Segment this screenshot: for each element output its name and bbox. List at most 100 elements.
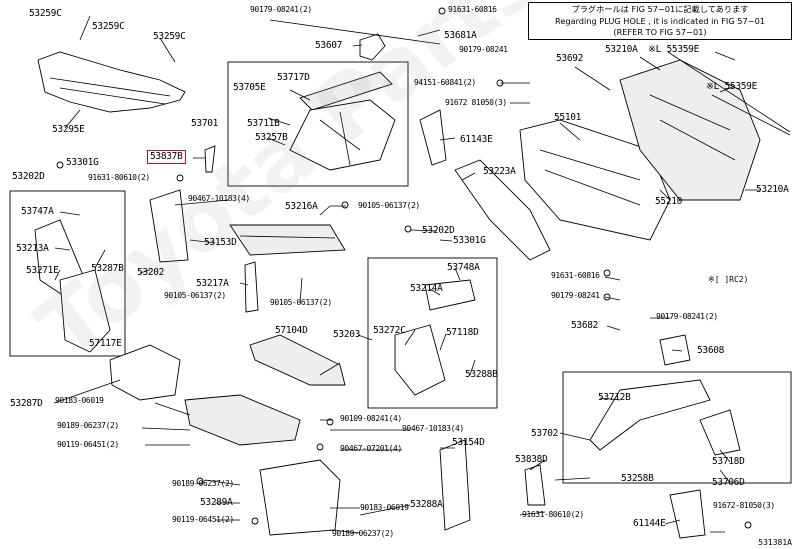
part-label[interactable]: 91631-80610(2) <box>88 173 150 182</box>
part-label[interactable]: 53717D <box>277 72 310 83</box>
part-57118D <box>394 324 446 396</box>
part-label[interactable]: 53210A <box>756 184 789 195</box>
part-label[interactable]: 53289A <box>200 497 233 508</box>
part-label[interactable]: 90179-08241 <box>551 291 600 300</box>
part-53837B <box>204 145 216 173</box>
part-53838D <box>524 464 546 506</box>
part-label[interactable]: 90105-06137(2) <box>358 201 420 210</box>
part-label[interactable]: 90189-06237(2) <box>332 529 394 538</box>
part-53214A <box>424 279 476 311</box>
part-label[interactable]: 53271E <box>26 265 59 276</box>
part-label[interactable]: 53216A <box>285 201 318 212</box>
part-label[interactable]: 53608 <box>697 345 725 356</box>
part-label[interactable]: 53607 <box>315 40 343 51</box>
part-label[interactable]: 53702 <box>531 428 559 439</box>
part-label[interactable]: 90183-06019 <box>360 503 409 512</box>
part-label[interactable]: 53748A <box>447 262 480 273</box>
highlighted-part-label-53837B[interactable]: 53837B <box>147 150 186 164</box>
part-label[interactable]: 61143E <box>460 134 493 145</box>
part-label[interactable]: 53705E <box>233 82 266 93</box>
part-label[interactable]: 55210 <box>655 196 683 207</box>
note-line-1: プラグホールは FIG 57−01に記載してあります <box>571 4 749 14</box>
part-label[interactable]: 53747A <box>21 206 54 217</box>
part-label[interactable]: ※L 55359E <box>706 81 758 92</box>
part-label[interactable]: 90109-08241(4) <box>340 414 402 423</box>
part-label[interactable]: 53203 <box>333 329 361 340</box>
group-box-53701 <box>227 61 409 187</box>
plug-hole-note: プラグホールは FIG 57−01に記載してあります Regarding PLU… <box>528 2 792 40</box>
part-label[interactable]: 53681A <box>444 30 477 41</box>
part-label[interactable]: 53213A <box>16 243 49 254</box>
part-label[interactable]: 53692 <box>556 53 584 64</box>
note-line-2: Regarding PLUG HOLE , it is indicated in… <box>555 15 765 26</box>
part-label[interactable]: 90189-06237(2) <box>57 421 119 430</box>
part-label[interactable]: 53706D <box>712 477 745 488</box>
part-label[interactable]: 90183-06019 <box>55 396 104 405</box>
part-label[interactable]: ※L 55359E <box>648 44 700 55</box>
part-label[interactable]: 53210A <box>605 44 638 55</box>
part-53717D <box>299 71 393 111</box>
part-label[interactable]: 53214A <box>410 283 443 294</box>
part-label[interactable]: 90105-06137(2) <box>270 298 332 307</box>
part-label[interactable]: 53258B <box>621 473 654 484</box>
part-label[interactable]: 57104D <box>275 325 308 336</box>
part-label[interactable]: 61144E <box>633 518 666 529</box>
part-label[interactable]: 53838D <box>515 454 548 465</box>
part-53154D <box>439 439 471 531</box>
part-label[interactable]: 53295E <box>52 124 85 135</box>
part-label[interactable]: 94151-60841(2) <box>414 78 476 87</box>
part-label[interactable]: 91631-60816 <box>551 271 600 280</box>
part-label[interactable]: 53259C <box>29 8 62 19</box>
part-label[interactable]: 90119-06451(2) <box>172 515 234 524</box>
document-id: 531381A <box>758 538 792 547</box>
part-label[interactable]: 53287D <box>10 398 43 409</box>
part-53288A <box>259 459 341 536</box>
part-label[interactable]: 53259C <box>153 31 186 42</box>
part-61144E <box>669 489 706 539</box>
part-label[interactable]: 55101 <box>554 112 582 123</box>
part-label[interactable]: 91631-60816 <box>448 5 497 14</box>
part-label[interactable]: 91672-81050(3) <box>713 501 775 510</box>
part-label[interactable]: 90467-10183(4) <box>188 194 250 203</box>
part-label[interactable]: 53682 <box>571 320 599 331</box>
part-label[interactable]: 53288B <box>465 369 498 380</box>
part-label[interactable]: 53202D <box>422 225 455 236</box>
part-label[interactable]: 53287B <box>91 263 124 274</box>
part-label[interactable]: 53202D <box>12 171 45 182</box>
part-label[interactable]: 90179-08241 <box>459 45 508 54</box>
part-label[interactable]: 53202 <box>137 267 165 278</box>
part-55210 <box>619 59 761 201</box>
part-label[interactable]: 53712B <box>598 392 631 403</box>
part-label[interactable]: 53301G <box>66 157 99 168</box>
part-label[interactable]: 53701 <box>191 118 219 129</box>
part-label[interactable]: 53257B <box>255 132 288 143</box>
note-line-3: (REFER TO FIG 57−01) <box>613 27 707 37</box>
part-label[interactable]: 53301G <box>453 235 486 246</box>
part-label[interactable]: 53153D <box>204 237 237 248</box>
part-label[interactable]: 91631-80610(2) <box>522 510 584 519</box>
part-label[interactable]: 90467-10183(4) <box>402 424 464 433</box>
part-label[interactable]: 53259C <box>92 21 125 32</box>
part-label[interactable]: 91672 81050(3) <box>445 98 507 107</box>
part-label[interactable]: 57118D <box>446 327 479 338</box>
part-label[interactable]: 53154D <box>452 437 485 448</box>
part-label[interactable]: 90105-06137(2) <box>164 291 226 300</box>
part-label[interactable]: 53272C <box>373 325 406 336</box>
part-label[interactable]: 53223A <box>483 166 516 177</box>
part-label[interactable]: 53718D <box>712 456 745 467</box>
part-53295E <box>37 51 186 113</box>
part-label[interactable]: 90467-07201(4) <box>340 444 402 453</box>
part-53153D <box>149 189 189 263</box>
part-55101 <box>519 119 671 241</box>
part-label[interactable]: 90119-06451(2) <box>57 440 119 449</box>
part-label[interactable]: 90179-08241(2) <box>656 312 718 321</box>
group-box-53203 <box>367 257 498 409</box>
part-label[interactable]: 90189-06237(2) <box>172 479 234 488</box>
part-label[interactable]: 53711B <box>247 118 280 129</box>
part-label[interactable]: 90179-08241(2) <box>250 5 312 14</box>
part-label[interactable]: 53288A <box>410 499 443 510</box>
part-53712B <box>589 379 711 451</box>
part-label[interactable]: 53217A <box>196 278 229 289</box>
part-label[interactable]: 57117E <box>89 338 122 349</box>
